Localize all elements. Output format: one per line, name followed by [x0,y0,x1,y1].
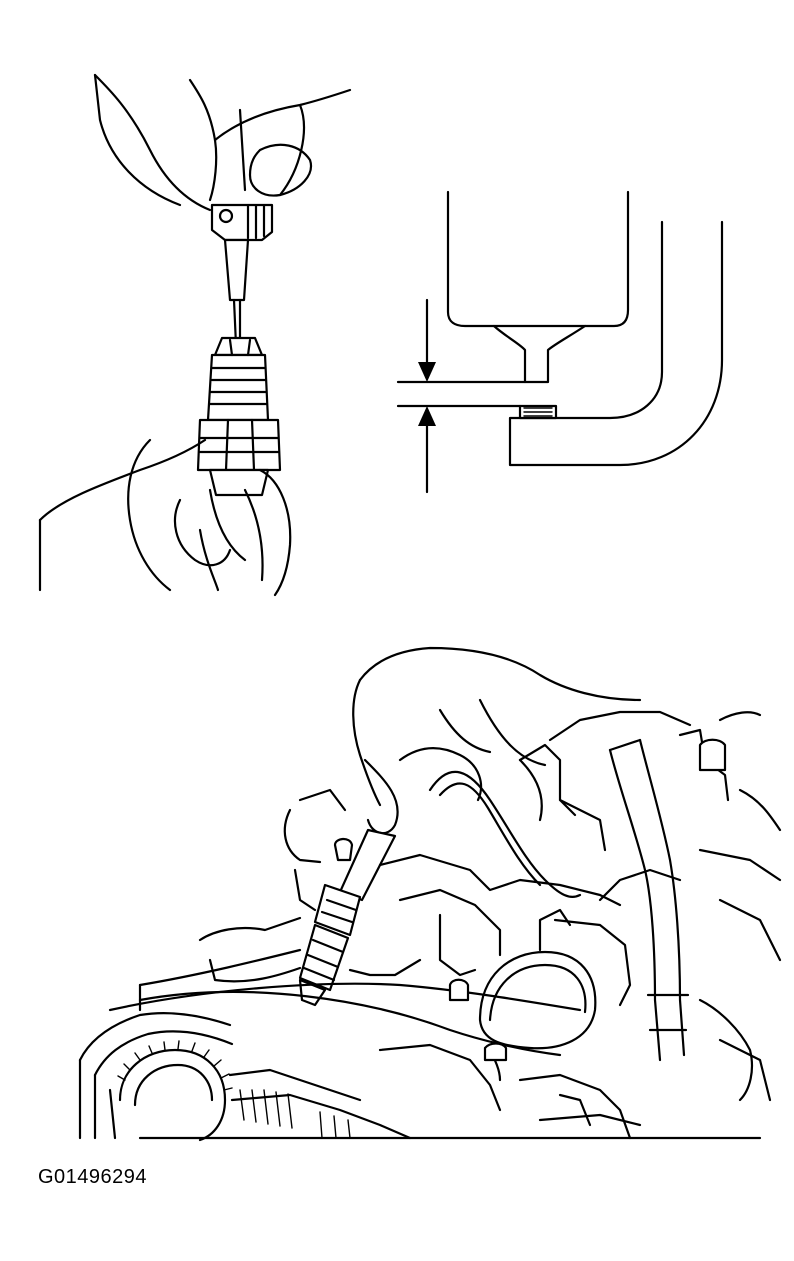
electrode-gap-detail [396,190,724,494]
engine-illustration [78,646,782,1142]
gear-teeth [117,1040,233,1091]
figure-id-label: G01496294 [38,1166,148,1188]
feeler-gauge-illustration [38,73,352,597]
